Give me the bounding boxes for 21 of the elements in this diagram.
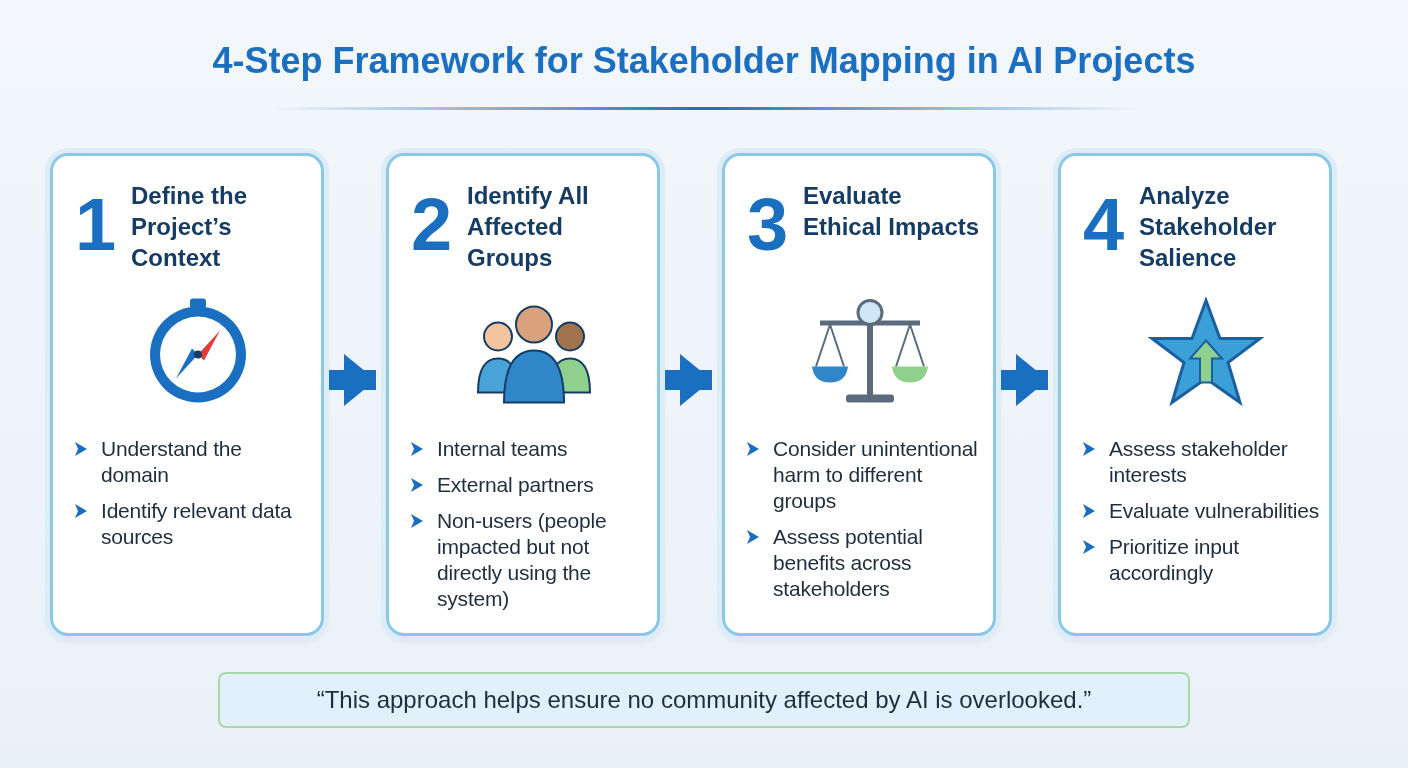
bullet-text: Internal teams — [437, 436, 569, 462]
bullet-text: Evaluate vulnerabilities — [1109, 498, 1319, 524]
bullet-text: External partners — [437, 472, 595, 498]
step-number: 4 — [1083, 188, 1125, 262]
title: 4-Step Framework for Stakeholder Mapping in AI Projects — [211, 40, 1197, 82]
bullet-text: Understand the domain — [101, 436, 243, 488]
bullet-text: Assess potential benefits across stakeholders — [773, 524, 924, 602]
bullet-text: Consider unintentional harm to different groups — [773, 436, 979, 514]
quote-box — [218, 672, 1190, 728]
step-number: 3 — [747, 188, 789, 262]
step-heading: Evaluate Ethical Impacts — [803, 181, 981, 242]
step-number: 1 — [75, 188, 117, 262]
step-heading: Analyze Stakeholder Salience — [1139, 181, 1278, 273]
bullet-text: Identify relevant data sources — [101, 498, 293, 550]
quote-text: “This approach helps ensure no community affected by AI is overlooked.” — [315, 686, 1093, 714]
step-heading: Identify All Affected Groups — [467, 181, 590, 273]
bullet-text: Prioritize input accordingly — [1109, 534, 1240, 586]
step-heading: Define the Project’s Context — [131, 181, 248, 273]
bullet-text: Assess stakeholder interests — [1109, 436, 1289, 488]
step-number: 2 — [411, 188, 453, 262]
bullet-text: Non-users (people impacted but not directly using the system) — [437, 508, 608, 612]
